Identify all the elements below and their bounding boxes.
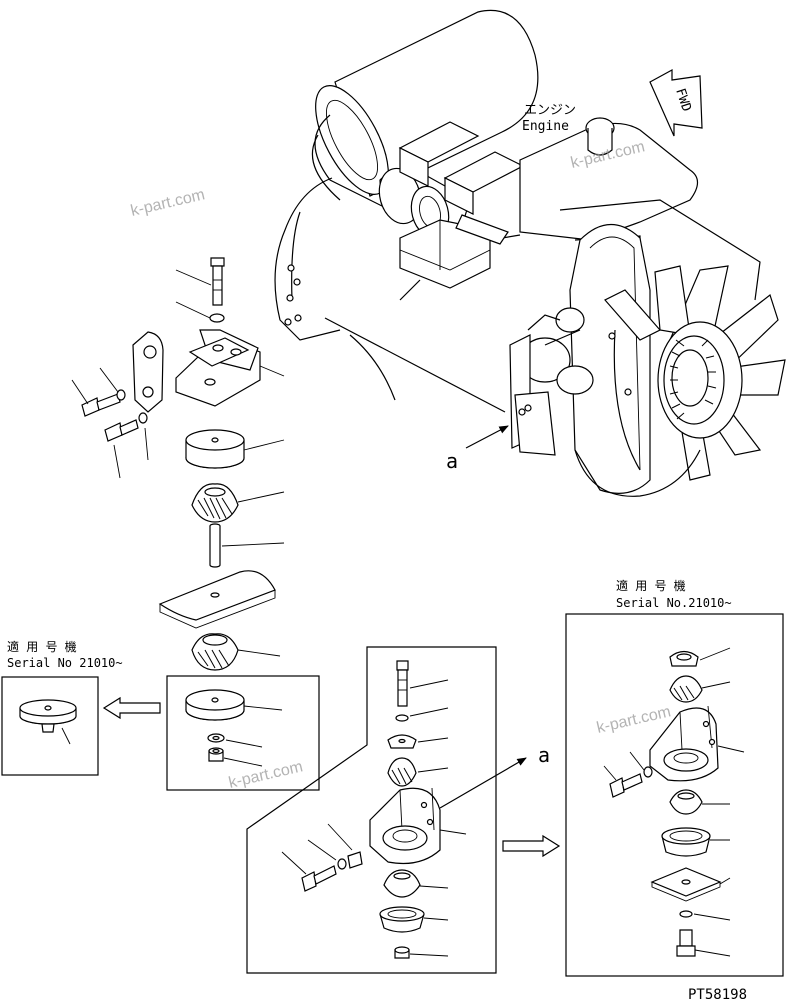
left-pointer-arrow xyxy=(102,696,161,720)
callout-a-inset-label: a xyxy=(538,743,550,767)
engine-label: エンジン Engine xyxy=(522,103,576,134)
fwd-label: FWD xyxy=(672,87,694,114)
engine-top-boxes xyxy=(398,121,525,215)
forward-direction-arrow: FWD xyxy=(649,68,703,137)
callout-a-inset: a xyxy=(439,743,550,809)
engine-label-en: Engine xyxy=(522,119,569,134)
watermark: k-part.com xyxy=(129,186,206,220)
frame-plate xyxy=(158,570,276,629)
side-bolt-lower xyxy=(104,412,149,479)
callout-a-main: a xyxy=(446,425,509,473)
lower-cushion xyxy=(191,633,281,671)
engine-block xyxy=(399,117,761,301)
side-plate xyxy=(132,331,164,413)
washer xyxy=(209,313,225,323)
watermark: k-part.com xyxy=(227,758,304,792)
cushion xyxy=(191,483,285,523)
intake-duct xyxy=(378,167,471,239)
belt-drive xyxy=(509,223,651,494)
serial-right-jp: 適 用 号 機 xyxy=(616,578,686,593)
flywheel-housing xyxy=(274,177,506,413)
serial-left-jp: 適 用 号 機 xyxy=(7,639,77,654)
serial-note-left: 適 用 号 機 Serial No 21010~ xyxy=(7,639,123,670)
mount-bolt xyxy=(175,257,225,306)
serial-note-right: 適 用 号 機 Serial No.21010~ xyxy=(616,578,732,610)
left-exploded-mount xyxy=(71,257,285,671)
middle-inset-box xyxy=(166,675,320,791)
drawing-number: PT58198 xyxy=(688,987,747,1002)
right-inset-box xyxy=(565,613,784,977)
left-inset-box xyxy=(1,676,99,776)
sleeve xyxy=(209,523,285,568)
watermark: k-part.com xyxy=(595,703,672,737)
right-pointer-arrow xyxy=(502,834,561,858)
engine-assembly xyxy=(274,9,786,497)
air-cleaner xyxy=(311,9,539,211)
cooling-fan xyxy=(574,265,786,497)
serial-left-en: Serial No 21010~ xyxy=(7,656,123,670)
side-bolt-upper xyxy=(71,367,126,417)
engine-label-jp: エンジン xyxy=(524,103,576,118)
rubber-pad xyxy=(185,429,285,469)
serial-right-en: Serial No.21010~ xyxy=(616,596,732,610)
callout-a-main-label: a xyxy=(446,449,458,473)
center-inset-box xyxy=(246,646,497,974)
engine-bracket xyxy=(175,329,285,407)
